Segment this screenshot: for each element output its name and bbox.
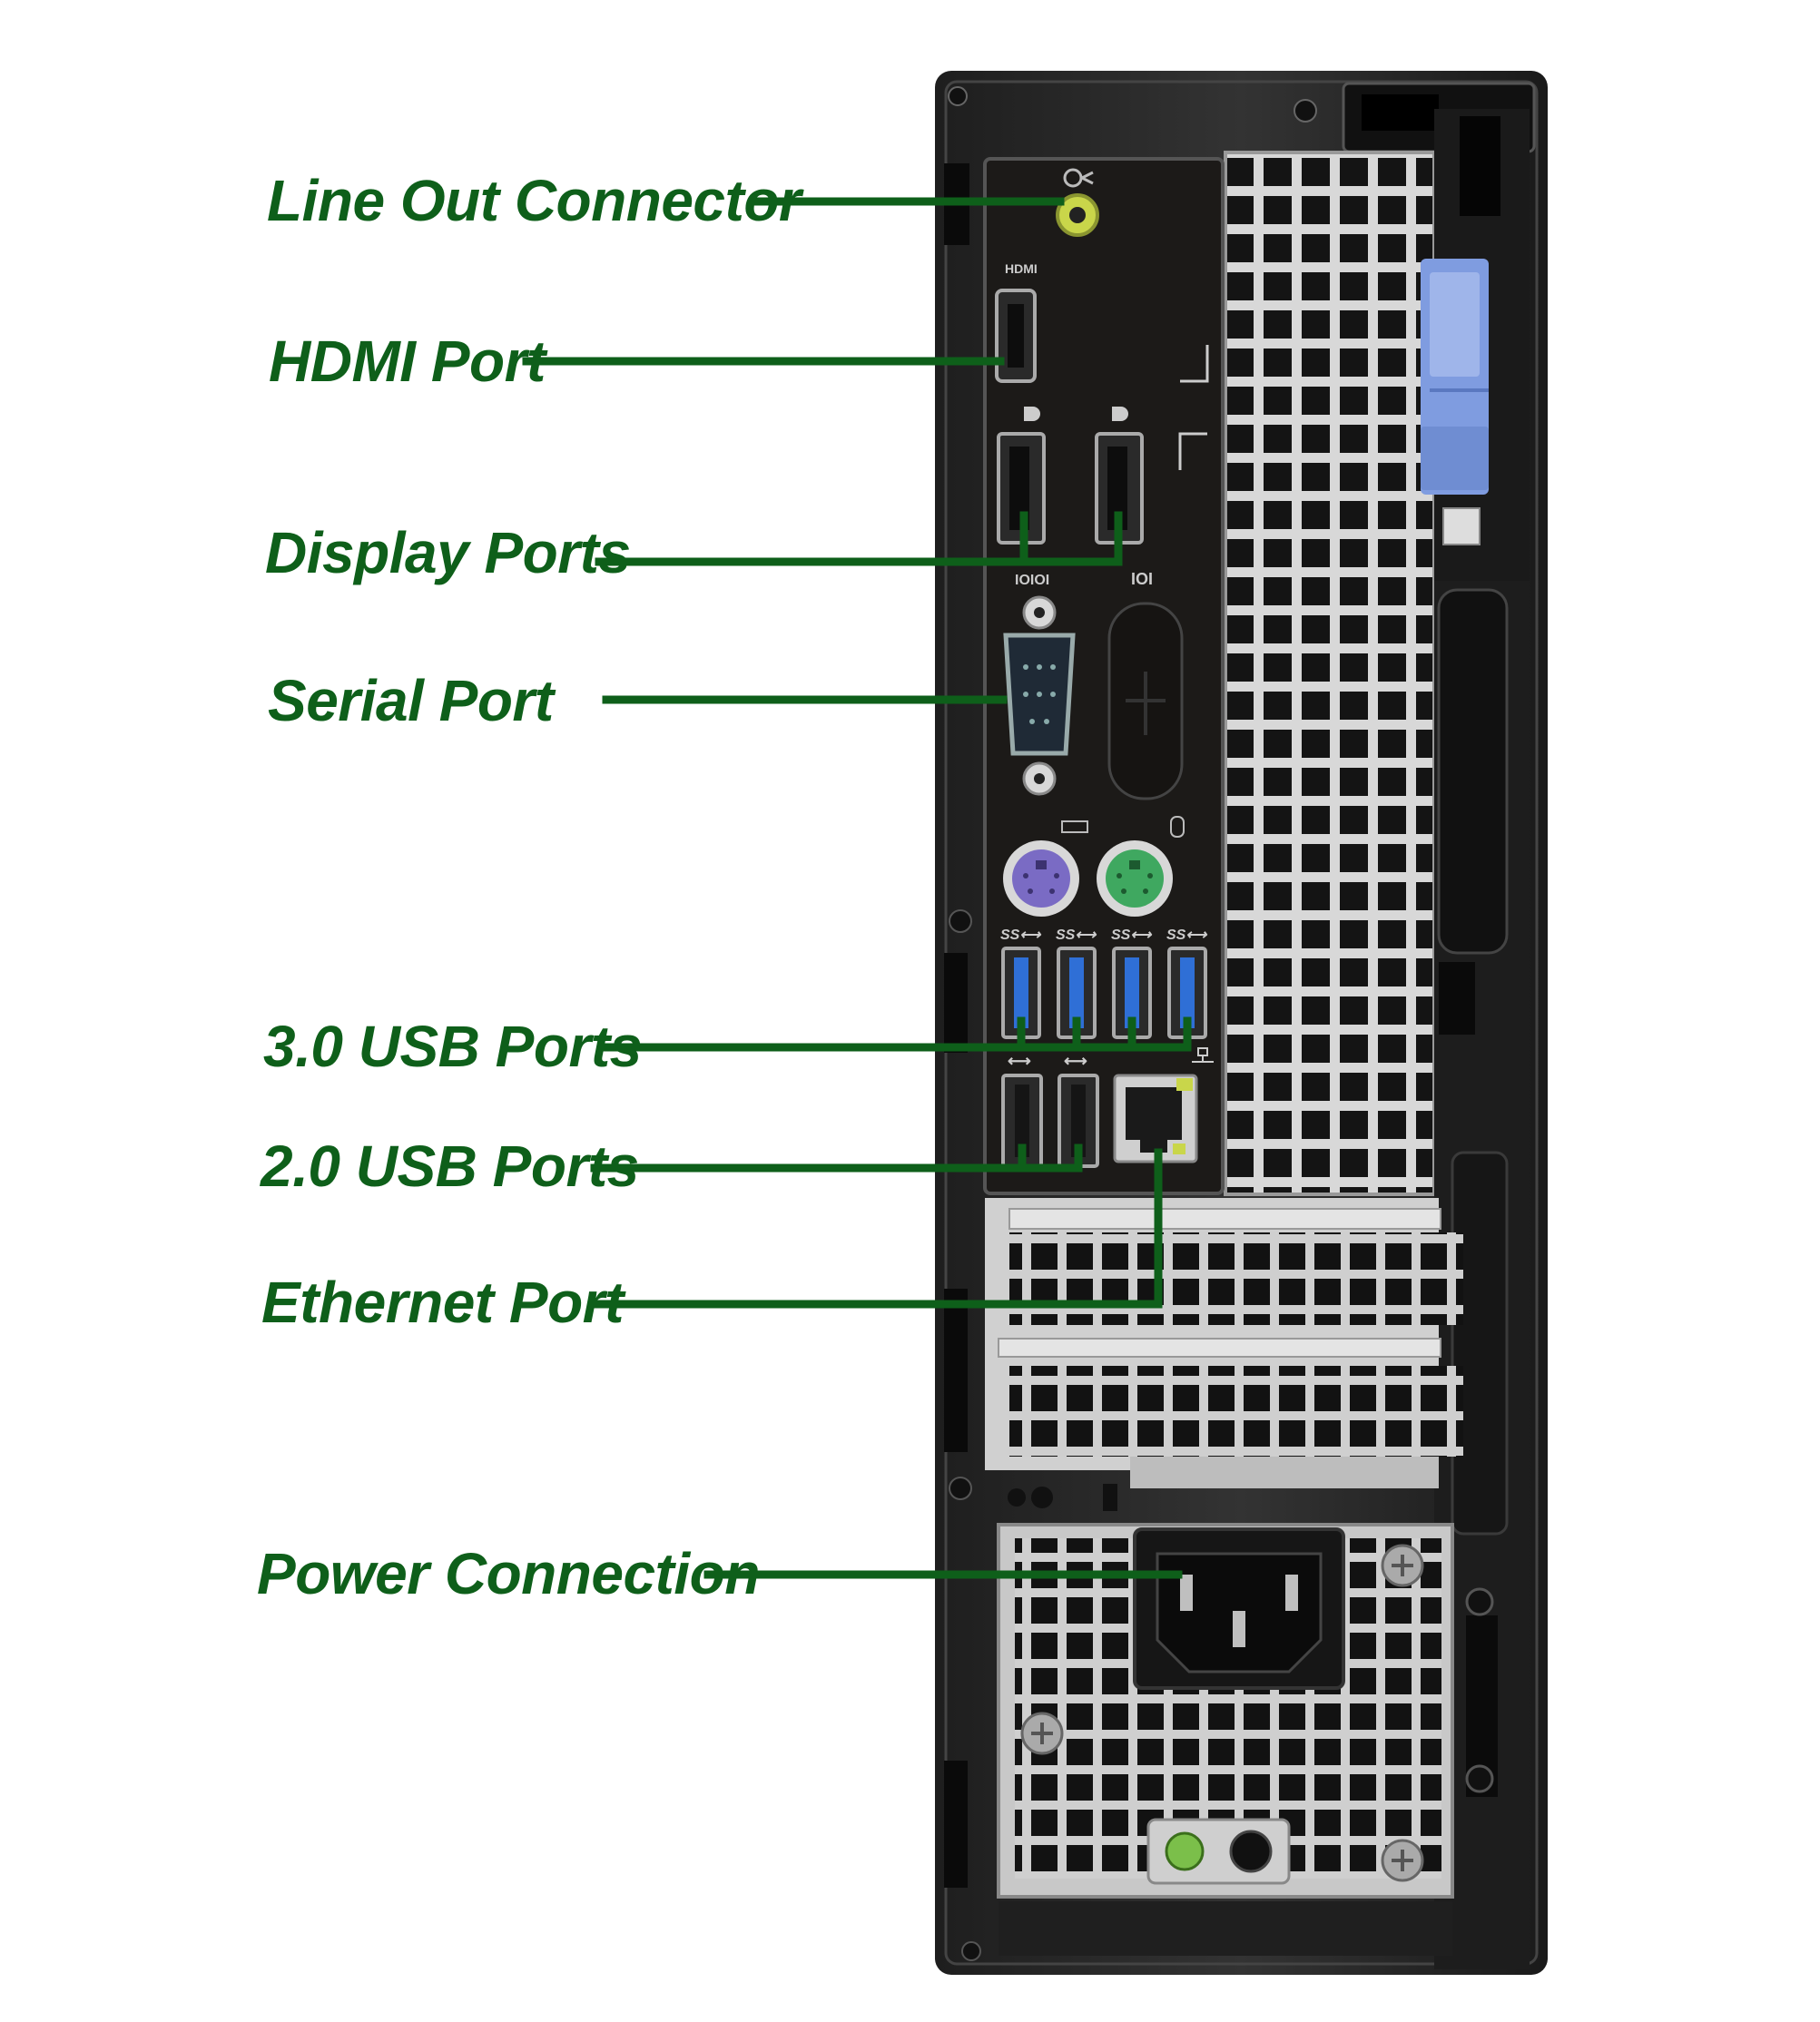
serial-port: IOIOI <box>1003 573 1076 796</box>
callout-lines <box>522 197 1192 1579</box>
callout-line-ethernet <box>590 1148 1163 1309</box>
expansion-slot-upper <box>985 1198 1463 1334</box>
main-vent-grille <box>1225 152 1434 1194</box>
hdmi-port: HDMI <box>995 261 1038 383</box>
serial-blank-cover: IOI <box>1107 570 1184 800</box>
label-usb2: 2.0 USB Ports <box>261 1134 639 1199</box>
label-serial: Serial Port <box>268 668 554 733</box>
hdmi-marking: HDMI <box>1005 261 1038 276</box>
serial-blank-marking: IOI <box>1131 570 1153 588</box>
usb3-marking-1: SS⟷ <box>1000 928 1041 943</box>
ethernet-port <box>1113 1047 1214 1163</box>
display-port-right <box>1095 407 1144 545</box>
label-line-out: Line Out Connector <box>267 168 802 233</box>
display-port-left <box>997 407 1046 545</box>
label-hdmi: HDMI Port <box>269 329 546 394</box>
usb3-marking-3: SS⟷ <box>1111 928 1152 943</box>
callout-line-display-ports <box>595 511 1123 566</box>
usb2-marking-1: ⟷ <box>1008 1052 1031 1070</box>
power-supply <box>997 1523 1454 1899</box>
usb3-ports: SS⟷ SS⟷ SS⟷ SS⟷ <box>1000 928 1207 1039</box>
usb2-ports: ⟷ ⟷ <box>1001 1052 1099 1168</box>
keyboard-icon <box>1061 820 1088 833</box>
callout-line-usb3 <box>599 1016 1192 1052</box>
usb3-marking-4: SS⟷ <box>1166 928 1207 943</box>
callout-line-usb2 <box>590 1144 1083 1173</box>
expansion-slot-lower <box>985 1334 1463 1470</box>
ps2-keyboard-port <box>1003 820 1088 917</box>
mouse-icon <box>1170 816 1185 838</box>
blue-latch <box>1421 259 1489 545</box>
serial-marking: IOIOI <box>1015 573 1049 588</box>
label-ethernet: Ethernet Port <box>261 1270 624 1335</box>
io-panel <box>983 157 1225 1195</box>
line-out-jack <box>1056 168 1099 237</box>
usb3-marking-2: SS⟷ <box>1056 928 1097 943</box>
label-usb3: 3.0 USB Ports <box>263 1014 642 1079</box>
ps2-mouse-port <box>1097 816 1185 917</box>
network-icon <box>1192 1047 1214 1063</box>
usb2-marking-2: ⟷ <box>1064 1052 1087 1070</box>
label-display-ports: Display Ports <box>265 520 631 585</box>
label-power: Power Connection <box>257 1541 760 1606</box>
